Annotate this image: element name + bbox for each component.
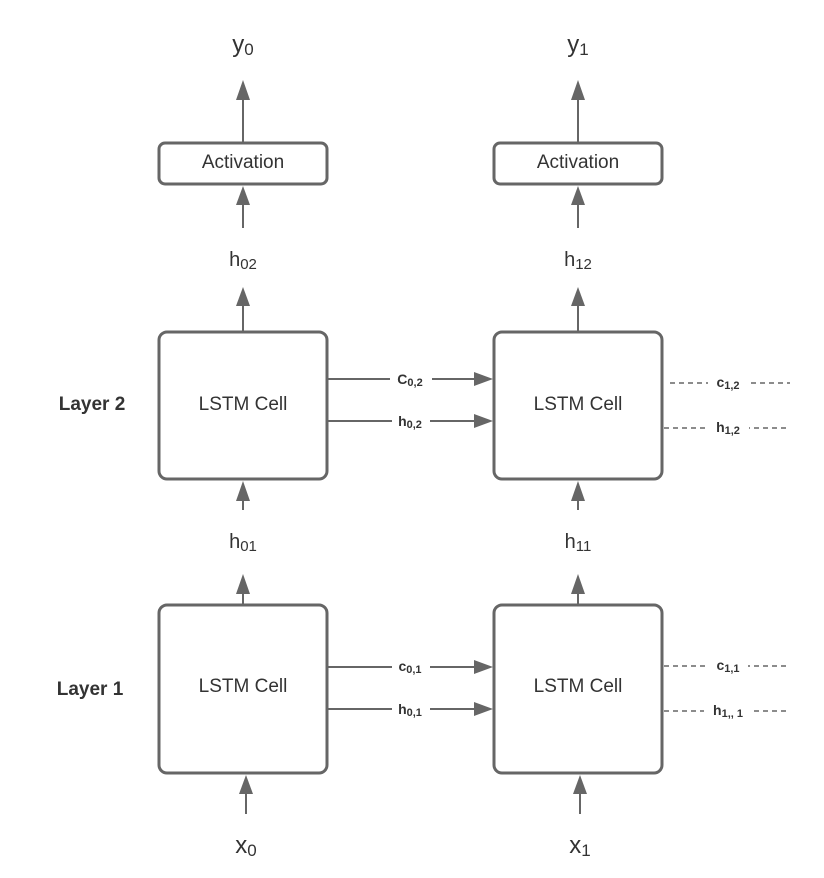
input-x0: x0 [235, 832, 256, 860]
hidden-label-h02: h02 [229, 249, 257, 273]
cell-label: LSTM Cell [534, 394, 623, 415]
lstm-cell-layer1-t1: LSTM Cell [492, 603, 664, 775]
arrow-h12-to-activation1 [571, 186, 585, 228]
cell-label: LSTM Cell [534, 676, 623, 697]
activation-box-1: Activation [492, 141, 664, 186]
layer-label-1: Layer 1 [57, 679, 124, 700]
svg-text:C0,2: C0,2 [397, 371, 422, 389]
layer-label-2: Layer 2 [59, 394, 126, 415]
svg-text:c0,1: c0,1 [398, 658, 421, 676]
svg-text:h1,, 1: h1,, 1 [713, 702, 743, 720]
lstm-cell-layer2-t0: LSTM Cell [157, 330, 329, 481]
dashed-edge-h11: h1,, 1 [664, 702, 790, 720]
edge-c01: c0,1 [328, 658, 493, 676]
edge-c02: C0,2 [328, 370, 493, 389]
input-x1: x1 [569, 832, 590, 860]
svg-text:h0,2: h0,2 [398, 413, 422, 431]
arrow-h02-to-activation0 [236, 186, 250, 228]
svg-text:h1,2: h1,2 [716, 419, 740, 437]
arrow-activation1-to-y1 [571, 80, 585, 143]
activation-box-0: Activation [157, 141, 329, 186]
dashed-edge-c11: c1,1 [664, 657, 790, 675]
arrow-x1-to-cell11 [573, 775, 587, 814]
output-y1: y1 [567, 31, 588, 59]
dashed-edge-c12: c1,2 [670, 374, 790, 392]
arrow-x0-to-cell10 [239, 775, 253, 814]
edge-h02: h0,2 [328, 412, 493, 431]
hidden-label-h12: h12 [564, 249, 592, 273]
svg-text:c1,2: c1,2 [716, 374, 739, 392]
arrow-activation0-to-y0 [236, 80, 250, 143]
arrow-h01-to-cell20 [236, 481, 250, 510]
svg-text:c1,1: c1,1 [716, 657, 739, 675]
dashed-edge-h12: h1,2 [664, 419, 790, 437]
hidden-label-h01: h01 [229, 531, 257, 555]
svg-text:h0,1: h0,1 [398, 701, 422, 719]
activation-label: Activation [202, 152, 284, 173]
edge-h01: h0,1 [328, 700, 493, 719]
arrow-cell11-to-h11 [571, 574, 585, 604]
cell-label: LSTM Cell [199, 394, 288, 415]
cell-label: LSTM Cell [199, 676, 288, 697]
arrow-h11-to-cell21 [571, 481, 585, 510]
lstm-cell-layer1-t0: LSTM Cell [157, 603, 329, 775]
output-y0: y0 [232, 31, 253, 59]
arrow-cell20-to-h02 [236, 287, 250, 331]
hidden-label-h11: h11 [565, 531, 592, 555]
lstm-cell-layer2-t1: LSTM Cell [492, 330, 664, 481]
arrow-cell21-to-h12 [571, 287, 585, 331]
activation-label: Activation [537, 152, 619, 173]
arrow-cell10-to-h01 [236, 574, 250, 604]
